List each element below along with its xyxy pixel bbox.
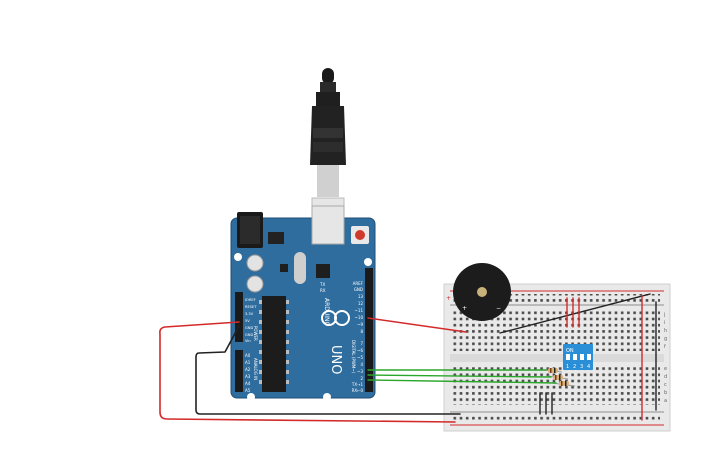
digital-pin-label: ~6 [357, 348, 363, 353]
breadboard[interactable]: + − j i h g f e d c b a [443, 283, 671, 432]
digital-pin-label: 8 [360, 329, 363, 334]
row-letter: c [664, 382, 667, 388]
row-letter: h [664, 328, 667, 334]
digital-header[interactable] [365, 268, 373, 392]
digital-pin-label: 4 [360, 362, 363, 367]
row-letter: b [664, 390, 667, 396]
digital-pin-label: TX→1 [351, 382, 364, 387]
wire-red-pin[interactable] [367, 317, 467, 333]
analog-pin-label: A1 [245, 360, 251, 365]
digital-pin-label: 12 [358, 301, 364, 306]
dip-on-label: ON [566, 348, 574, 354]
power-pin-label: 5V [245, 319, 250, 323]
digital-pin-label: ~5 [357, 355, 363, 360]
analog-pin-label: A5 [245, 388, 251, 393]
row-letter: i [664, 320, 665, 326]
power-header[interactable] [235, 292, 243, 342]
piezo-buzzer[interactable]: + − [453, 263, 511, 321]
analog-section-label: ANALOG IN [253, 358, 258, 380]
analog-pin-label: A0 [245, 353, 251, 358]
analog-header[interactable] [235, 350, 243, 392]
dip-toggle[interactable] [566, 354, 570, 360]
wire-red-5v[interactable] [159, 321, 456, 423]
arduino-logo [321, 310, 350, 326]
analog-pin-label: A2 [245, 367, 251, 372]
resistor[interactable] [543, 368, 563, 373]
rail-plus-label: + [446, 295, 451, 302]
wire-black-gnd[interactable] [195, 325, 461, 415]
dip-toggle[interactable] [573, 354, 577, 360]
dip-toggle[interactable] [580, 354, 584, 360]
analog-pin-label: A3 [245, 374, 251, 379]
digital-pin-label: ~9 [357, 322, 363, 327]
digital-pin-label: 13 [358, 294, 364, 299]
wire-green[interactable] [367, 379, 557, 384]
dip-number: 4 [587, 364, 590, 370]
buzzer-plus-label: + [462, 305, 467, 312]
tx-label: TX [319, 282, 325, 287]
digital-pin-label: ~11 [355, 308, 364, 313]
digital-pin-label: GND [354, 287, 363, 292]
dip-number: 1 [566, 364, 569, 370]
digital-pin-label: ~10 [355, 315, 364, 320]
digital-pin-label: 7 [360, 341, 363, 346]
power-pin-label: GND [245, 333, 253, 337]
row-letter: j [663, 312, 665, 318]
model-text: UNO [328, 345, 343, 374]
power-pin-label: 3.3V [245, 312, 254, 316]
dip-number: 2 [573, 364, 576, 370]
usb-port[interactable] [311, 205, 345, 245]
resistor-group[interactable] [543, 368, 576, 387]
digital-pin-label: ~3 [357, 369, 363, 374]
row-letter: f [664, 344, 666, 350]
dip-toggle[interactable] [587, 354, 591, 360]
power-section-label: POWER [253, 326, 258, 341]
wire-black-buzzer[interactable] [499, 293, 651, 334]
arduino-uno-board[interactable]: ARDUINO UNO TX RX IOREF RESET 3.3V 5V GN… [230, 205, 376, 401]
dip-number: 3 [580, 364, 583, 370]
digital-pin-label: AREF [353, 281, 364, 286]
power-pin-label: Vin [245, 339, 251, 343]
power-pin-label: GND [245, 326, 253, 330]
digital-pin-label: 2 [360, 376, 363, 381]
reset-button[interactable] [351, 226, 369, 244]
dip-switch[interactable]: ON 1 2 3 4 [563, 344, 593, 370]
buzzer-minus-label: − [496, 305, 501, 312]
digital-pin-label: RX←0 [352, 388, 364, 393]
power-pin-label: RESET [245, 305, 257, 309]
analog-pin-label: A4 [245, 381, 251, 386]
atmega-chip [262, 296, 286, 392]
rx-label: RX [320, 288, 326, 293]
row-letter: d [664, 374, 667, 380]
digital-section-label: DIGITAL (PWM~) [351, 340, 356, 374]
power-pin-label: IOREF [245, 298, 256, 302]
wire-green[interactable] [367, 374, 552, 378]
row-letter: e [664, 366, 667, 372]
row-letter: g [664, 336, 667, 342]
brand-text: ARDUINO [323, 298, 330, 327]
row-letter: a [664, 398, 667, 404]
